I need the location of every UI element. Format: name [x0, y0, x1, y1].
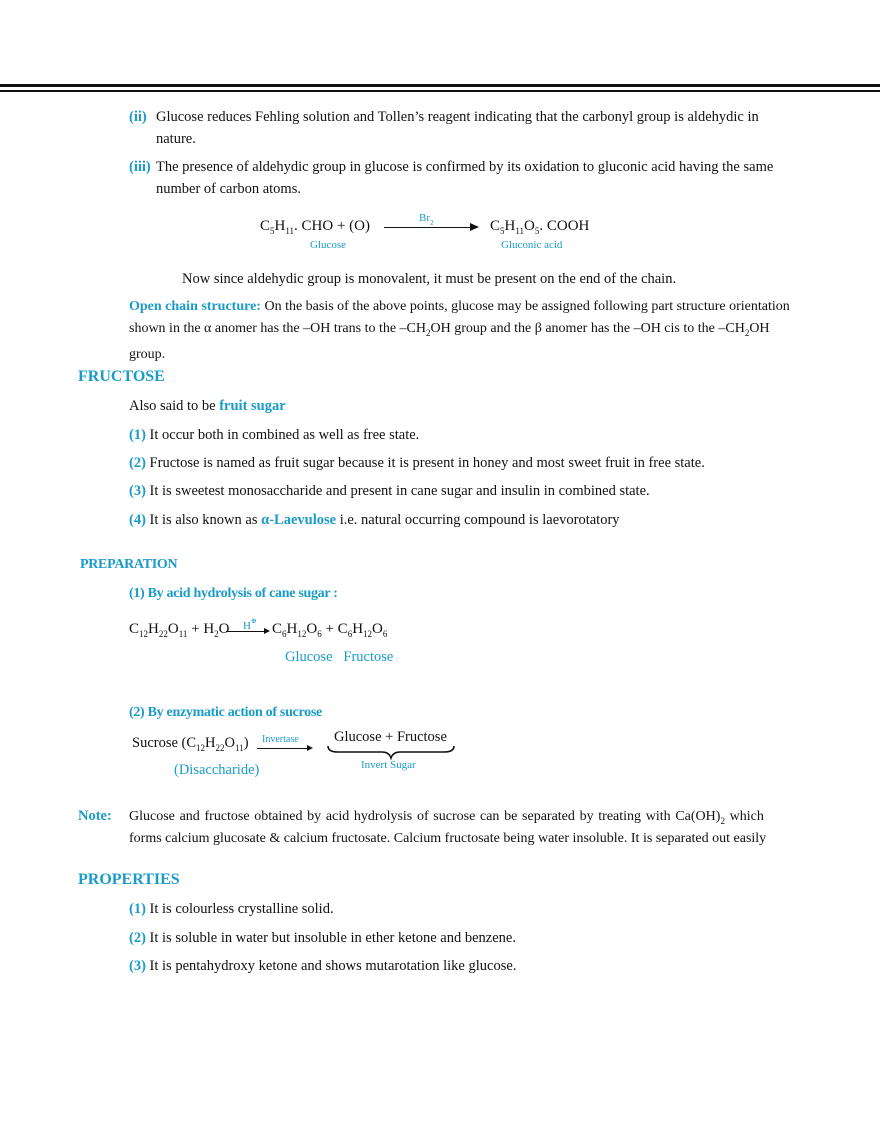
equation-enzymatic-invert-sugar: Invert Sugar	[361, 759, 416, 771]
fructose-intro: Also said to be fruit sugar	[129, 398, 286, 414]
equation-hydrolysis-reactants: C12H22O11 + H2O	[129, 621, 230, 639]
item-iii-number: (iii)	[129, 159, 151, 175]
equation-enzymatic-reagent: Invertase	[262, 734, 299, 745]
equation-oxidation-arrowhead	[470, 223, 479, 231]
monovalent-sentence: Now since aldehydic group is monovalent,…	[182, 271, 677, 287]
item-ii-line1: Glucose reduces Fehling solution and Tol…	[156, 109, 759, 125]
open-chain-line2: shown in the α anomer has the –OH trans …	[129, 321, 770, 338]
open-chain-line3: group.	[129, 347, 166, 362]
equation-hydrolysis-products-label: Glucose Fructose	[285, 649, 394, 665]
item-iii: (iii)	[129, 156, 151, 178]
properties-point-3: (3) It is pentahydroxy ketone and shows …	[129, 958, 517, 974]
equation-oxidation-label-glucose: Glucose	[310, 239, 347, 251]
properties-heading: PROPERTIES	[78, 871, 180, 888]
fructose-point-1: (1) It occur both in combined as well as…	[129, 427, 420, 443]
equation-enzymatic-disaccharide: (Disaccharide)	[174, 762, 260, 778]
header-rule-top	[0, 84, 880, 87]
equation-oxidation-label-gluconic: Gluconic acid	[501, 239, 563, 251]
open-chain-paragraph: Open chain structure: On the basis of th…	[129, 296, 790, 366]
preparation-step-2: (2) By enzymatic action of sucrose	[129, 705, 322, 720]
fructose-heading: FRUCTOSE	[78, 368, 165, 385]
note-text: Glucose and fructose obtained by acid hy…	[129, 808, 766, 848]
item-ii-text: Glucose reduces Fehling solution and Tol…	[156, 106, 759, 150]
item-iii-line1: The presence of aldehydic group in gluco…	[156, 159, 774, 175]
preparation-step-1: (1) By acid hydrolysis of cane sugar :	[129, 586, 338, 601]
underbrace-icon	[327, 745, 455, 760]
note-line2: forms calcium glucosate & calcium fructo…	[129, 831, 767, 846]
properties-point-2: (2) It is soluble in water but insoluble…	[129, 930, 516, 946]
equation-oxidation-left: C5H11. CHO + (O)	[260, 218, 370, 236]
equation-enzymatic-products: Glucose + Fructose	[334, 729, 447, 745]
open-chain-label: Open chain structure:	[129, 299, 261, 314]
properties-point-1: (1) It is colourless crystalline solid.	[129, 901, 334, 917]
equation-enzymatic-reactant: Sucrose (C12H22O11)	[132, 735, 249, 753]
fructose-point-3: (3) It is sweetest monosaccharide and pr…	[129, 483, 650, 499]
fructose-point-4: (4) It is also known as α-Laevulose i.e.…	[129, 512, 620, 528]
equation-oxidation-arrow	[384, 227, 470, 228]
equation-oxidation-right: C5H11O5. COOH	[490, 218, 590, 236]
note-line1: Glucose and fructose obtained by acid hy…	[129, 809, 764, 826]
note-label: Note:	[78, 808, 112, 824]
equation-enzymatic-arrowhead	[307, 745, 313, 751]
header-rule-bottom	[0, 90, 880, 92]
fructose-point-2: (2) Fructose is named as fruit sugar bec…	[129, 455, 705, 471]
equation-hydrolysis-reagent: H⊕	[243, 617, 257, 632]
equation-enzymatic-arrow	[257, 748, 309, 749]
item-iii-line2: number of carbon atoms.	[156, 181, 301, 197]
fruit-sugar-term: fruit sugar	[219, 398, 286, 414]
item-ii: (ii)	[129, 106, 147, 128]
equation-hydrolysis-arrowhead	[264, 628, 270, 634]
item-iii-text: The presence of aldehydic group in gluco…	[156, 156, 773, 200]
laevulose-term: α-Laevulose	[261, 512, 337, 528]
item-ii-number: (ii)	[129, 109, 147, 125]
equation-oxidation-reagent: Br2	[419, 212, 434, 227]
equation-hydrolysis-arrow	[226, 631, 266, 632]
equation-hydrolysis-products: C6H12O6 + C6H12O6	[272, 621, 388, 639]
open-chain-line1: On the basis of the above points, glucos…	[260, 299, 790, 314]
preparation-heading: PREPARATION	[80, 557, 178, 572]
item-ii-line2: nature.	[156, 131, 196, 147]
